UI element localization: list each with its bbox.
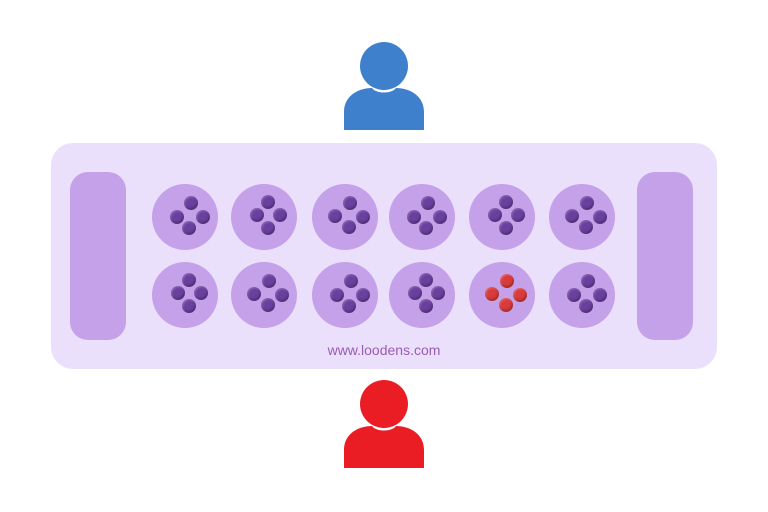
top-pit-4[interactable] bbox=[389, 184, 455, 250]
top-player-user-icon bbox=[344, 42, 424, 130]
seed bbox=[261, 221, 275, 235]
seed bbox=[488, 208, 502, 222]
mancala-board: www.loodens.com bbox=[51, 143, 717, 369]
seed bbox=[593, 210, 607, 224]
seed bbox=[171, 286, 185, 300]
seed bbox=[261, 195, 275, 209]
seed bbox=[419, 273, 433, 287]
seed bbox=[431, 286, 445, 300]
bottom-pit-5[interactable] bbox=[469, 262, 535, 328]
seed bbox=[330, 288, 344, 302]
seed bbox=[356, 210, 370, 224]
seed bbox=[328, 209, 342, 223]
seed bbox=[500, 274, 514, 288]
seed bbox=[579, 220, 593, 234]
seed bbox=[273, 208, 287, 222]
top-pit-1[interactable] bbox=[152, 184, 218, 250]
seed bbox=[419, 221, 433, 235]
seed bbox=[408, 286, 422, 300]
seed bbox=[247, 287, 261, 301]
seed bbox=[342, 220, 356, 234]
seed bbox=[182, 273, 196, 287]
top-pit-5[interactable] bbox=[469, 184, 535, 250]
seed bbox=[567, 288, 581, 302]
seed bbox=[343, 196, 357, 210]
bottom-pit-3[interactable] bbox=[312, 262, 378, 328]
seed bbox=[342, 299, 356, 313]
top-pit-2[interactable] bbox=[231, 184, 297, 250]
seed bbox=[262, 274, 276, 288]
seed bbox=[499, 221, 513, 235]
bottom-pit-4[interactable] bbox=[389, 262, 455, 328]
top-pit-3[interactable] bbox=[312, 184, 378, 250]
seed bbox=[433, 210, 447, 224]
store-left[interactable] bbox=[70, 172, 126, 340]
seed bbox=[485, 287, 499, 301]
bottom-pit-1[interactable] bbox=[152, 262, 218, 328]
seed bbox=[593, 288, 607, 302]
seed bbox=[511, 208, 525, 222]
website-label: www.loodens.com bbox=[327, 342, 441, 358]
seed bbox=[344, 274, 358, 288]
seed bbox=[184, 196, 198, 210]
seed bbox=[182, 221, 196, 235]
bottom-player-user-icon bbox=[344, 380, 424, 468]
seed bbox=[579, 299, 593, 313]
seed bbox=[194, 286, 208, 300]
seed bbox=[499, 298, 513, 312]
seed bbox=[565, 209, 579, 223]
seed bbox=[499, 195, 513, 209]
seed bbox=[513, 288, 527, 302]
seed bbox=[580, 196, 594, 210]
seed bbox=[275, 288, 289, 302]
seed bbox=[356, 288, 370, 302]
top-pit-6[interactable] bbox=[549, 184, 615, 250]
seed bbox=[261, 298, 275, 312]
seed bbox=[170, 210, 184, 224]
seed bbox=[419, 299, 433, 313]
store-right[interactable] bbox=[637, 172, 693, 340]
bottom-pit-2[interactable] bbox=[231, 262, 297, 328]
seed bbox=[581, 274, 595, 288]
seed bbox=[407, 210, 421, 224]
seed bbox=[196, 210, 210, 224]
seed bbox=[250, 208, 264, 222]
bottom-pit-6[interactable] bbox=[549, 262, 615, 328]
seed bbox=[421, 196, 435, 210]
seed bbox=[182, 299, 196, 313]
